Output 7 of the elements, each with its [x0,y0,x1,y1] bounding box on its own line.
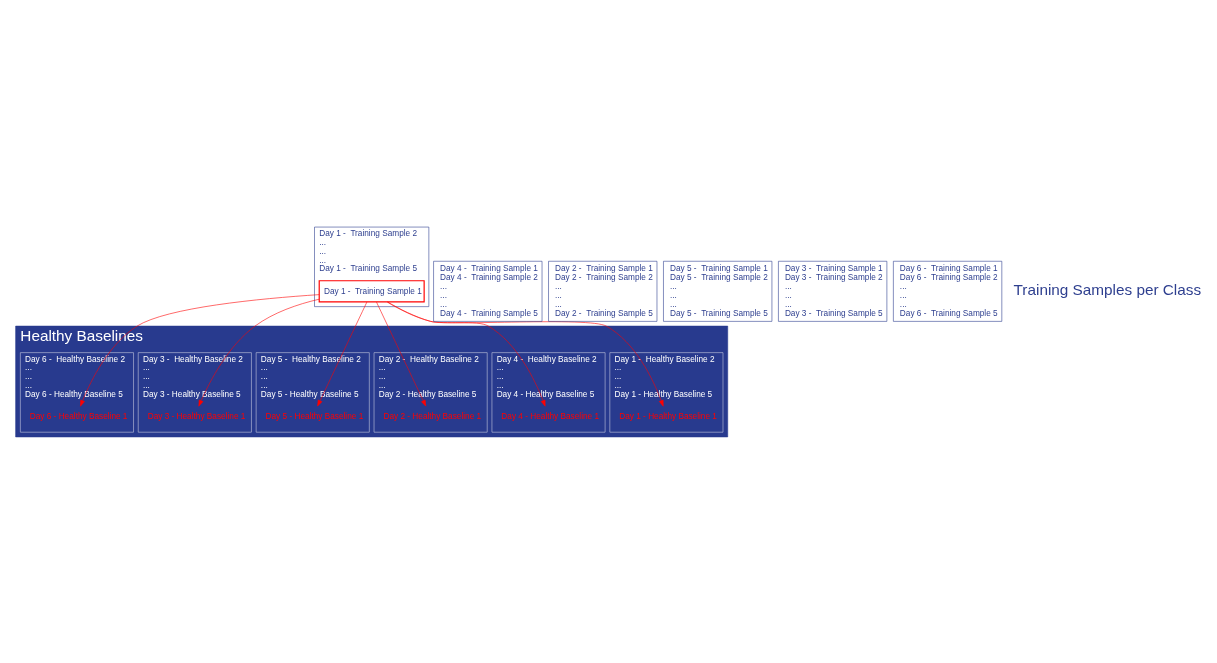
arrow [376,301,427,406]
arrow [317,301,368,406]
arrow [80,293,320,407]
label: Training Samples per Class [1013,280,1202,298]
arrow [198,298,320,406]
arrow [387,301,546,407]
arrow [386,301,664,407]
